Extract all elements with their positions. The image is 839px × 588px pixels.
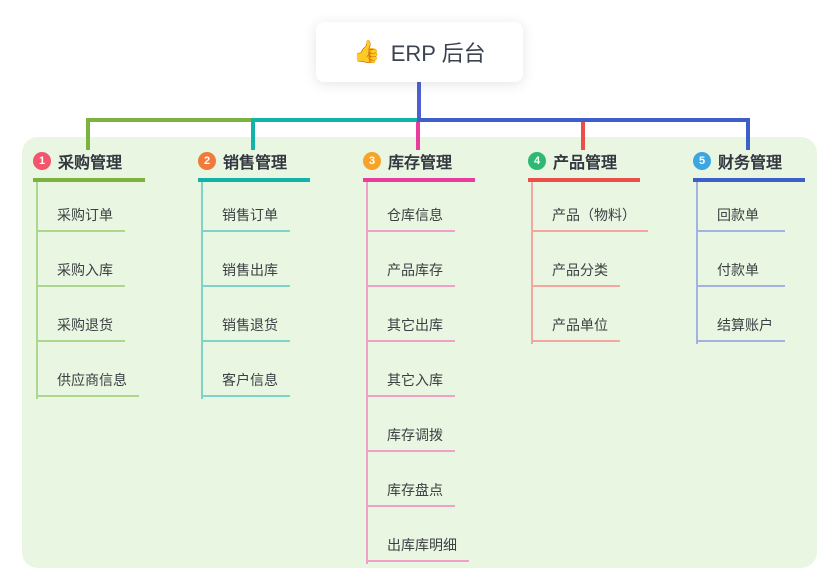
branch-drop-line <box>746 122 750 150</box>
child-node[interactable]: 出库库明细 <box>366 526 469 562</box>
child-node-label: 客户信息 <box>222 372 278 388</box>
branch-drop-line <box>416 122 420 150</box>
child-node-label: 产品（物料） <box>552 207 636 223</box>
child-node[interactable]: 库存调拨 <box>366 416 455 452</box>
child-node-label: 其它入库 <box>387 372 443 388</box>
child-node-label: 销售出库 <box>222 262 278 278</box>
branch-number-badge: 1 <box>33 152 51 170</box>
rail-segment-right <box>417 118 750 122</box>
branch-node-label: 库存管理 <box>388 155 453 172</box>
child-connector-line <box>36 182 38 399</box>
branch-drop-line <box>251 122 255 150</box>
child-node[interactable]: 库存盘点 <box>366 471 455 507</box>
thumbs-up-icon: 👍 <box>353 39 381 64</box>
child-node[interactable]: 产品库存 <box>366 251 455 287</box>
child-node-label: 供应商信息 <box>57 372 127 388</box>
child-node[interactable]: 销售订单 <box>201 196 290 232</box>
child-node-label: 产品库存 <box>387 262 443 278</box>
child-node[interactable]: 产品分类 <box>531 251 620 287</box>
branch-number-badge: 5 <box>693 152 711 170</box>
child-node-label: 回款单 <box>717 207 759 223</box>
child-node[interactable]: 付款单 <box>696 251 785 287</box>
child-node-label: 销售订单 <box>222 207 278 223</box>
child-node-label: 付款单 <box>717 262 759 278</box>
child-node[interactable]: 其它出库 <box>366 306 455 342</box>
branch-number-badge: 2 <box>198 152 216 170</box>
branch-node-label: 财务管理 <box>718 155 783 172</box>
rail-segment-mid <box>251 118 421 122</box>
child-node-label: 库存盘点 <box>387 482 443 498</box>
branch-number-badge: 3 <box>363 152 381 170</box>
child-node[interactable]: 产品单位 <box>531 306 620 342</box>
child-node[interactable]: 仓库信息 <box>366 196 455 232</box>
branch-node-label: 采购管理 <box>58 155 123 172</box>
branch-drop-line <box>86 122 90 150</box>
child-connector-line <box>531 182 533 344</box>
rail-segment-left <box>86 118 255 122</box>
child-node[interactable]: 采购订单 <box>36 196 125 232</box>
child-node-label: 采购订单 <box>57 207 113 223</box>
child-node[interactable]: 供应商信息 <box>36 361 139 397</box>
branch-node[interactable]: 1 采购管理 <box>33 148 145 182</box>
branch-node-label: 销售管理 <box>223 155 288 172</box>
branch-node[interactable]: 2 销售管理 <box>198 148 310 182</box>
child-node-label: 其它出库 <box>387 317 443 333</box>
child-node[interactable]: 销售出库 <box>201 251 290 287</box>
branch-number-badge: 4 <box>528 152 546 170</box>
child-node[interactable]: 结算账户 <box>696 306 785 342</box>
branch-node[interactable]: 5 财务管理 <box>693 148 805 182</box>
branch-node[interactable]: 4 产品管理 <box>528 148 640 182</box>
child-node-label: 仓库信息 <box>387 207 443 223</box>
branch-drop-line <box>581 122 585 150</box>
child-connector-line <box>366 182 368 564</box>
child-node[interactable]: 回款单 <box>696 196 785 232</box>
child-node[interactable]: 其它入库 <box>366 361 455 397</box>
root-node-label: ERP 后台 <box>390 41 486 66</box>
branch-node-label: 产品管理 <box>553 155 618 172</box>
child-node[interactable]: 采购退货 <box>36 306 125 342</box>
child-connector-line <box>696 182 698 344</box>
child-node[interactable]: 产品（物料） <box>531 196 648 232</box>
child-node-label: 库存调拨 <box>387 427 443 443</box>
child-node-label: 结算账户 <box>717 317 773 333</box>
child-node-label: 销售退货 <box>222 317 278 333</box>
child-node[interactable]: 客户信息 <box>201 361 290 397</box>
root-stem-line <box>417 82 421 122</box>
child-node-label: 采购退货 <box>57 317 113 333</box>
child-node[interactable]: 采购入库 <box>36 251 125 287</box>
child-connector-line <box>201 182 203 399</box>
child-node-label: 产品分类 <box>552 262 608 278</box>
child-node-label: 出库库明细 <box>387 537 457 553</box>
child-node-label: 采购入库 <box>57 262 113 278</box>
mindmap-background-panel <box>22 137 817 568</box>
root-node[interactable]: 👍 ERP 后台 <box>316 22 523 82</box>
branch-node[interactable]: 3 库存管理 <box>363 148 475 182</box>
child-node-label: 产品单位 <box>552 317 608 333</box>
child-node[interactable]: 销售退货 <box>201 306 290 342</box>
